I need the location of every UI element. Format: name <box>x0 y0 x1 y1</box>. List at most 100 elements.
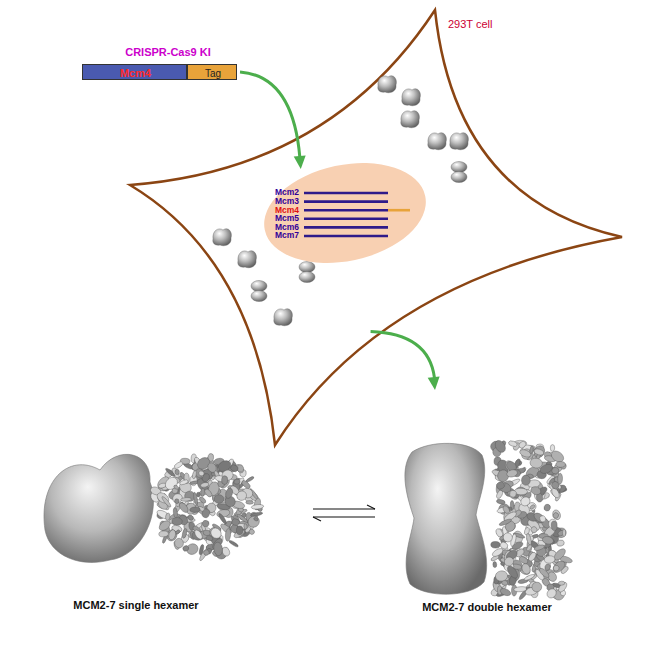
density-blob <box>200 488 205 496</box>
double-hexamer-particle <box>251 281 267 302</box>
density-blob <box>545 587 558 600</box>
density-blob <box>558 581 565 585</box>
density-blob <box>173 484 179 490</box>
single-hexamer-particle <box>401 111 420 128</box>
density-blob <box>523 573 535 581</box>
particle-body <box>213 229 232 246</box>
particle-body <box>299 272 315 283</box>
node-label: MCM2-7 single hexamer <box>73 599 198 611</box>
density-blob <box>201 508 210 519</box>
double-hexamer-density <box>490 439 573 603</box>
density-blob <box>192 470 197 479</box>
density-blob <box>218 513 228 525</box>
density-blob <box>175 499 179 504</box>
double-hexamer-map <box>405 443 487 594</box>
single-hexamer-particle <box>428 133 447 150</box>
particle-body <box>274 309 293 326</box>
density-blob <box>534 544 545 551</box>
density-blob <box>518 555 529 564</box>
density-blob <box>246 500 254 504</box>
single-hexamer: MCM2-7 single hexamer <box>30 435 310 615</box>
particle-body <box>251 291 267 302</box>
density-blob <box>202 520 210 528</box>
particle-body <box>251 281 267 292</box>
density-blob <box>539 463 554 476</box>
density-blob <box>168 529 177 541</box>
chromosome-line <box>304 226 388 229</box>
node-label: 293T cell <box>448 18 492 30</box>
density-blob <box>550 445 555 452</box>
chromosome-line <box>304 192 388 195</box>
particle-body <box>451 162 467 173</box>
density-blob <box>236 513 249 523</box>
density-blob <box>173 461 183 470</box>
density-blob <box>543 503 551 511</box>
density-blob <box>206 461 218 474</box>
density-blob <box>243 523 247 529</box>
single-hexamer-particle <box>402 89 421 106</box>
density-blob <box>181 497 192 501</box>
density-blob <box>190 507 201 513</box>
density-blob <box>526 533 533 545</box>
density-blob <box>224 487 233 499</box>
arrow-line <box>371 331 435 378</box>
density-blob <box>503 555 515 567</box>
single-hexamer-particle <box>378 76 397 93</box>
particle-body <box>451 172 467 183</box>
node-label: Mcm4 <box>120 67 151 79</box>
density-blob <box>493 562 497 568</box>
density-blob <box>529 504 535 510</box>
density-blob <box>533 448 544 456</box>
density-blob <box>499 587 512 597</box>
density-blob <box>174 537 185 548</box>
density-blob <box>530 580 543 593</box>
particle-body <box>299 262 315 273</box>
chromosome-line <box>304 218 388 221</box>
nucleus: Mcm2Mcm3Mcm4Mcm5Mcm6Mcm7 <box>260 161 430 265</box>
density-blob <box>521 562 532 575</box>
density-blob <box>495 570 509 582</box>
particle-body <box>401 111 420 128</box>
node-label: Tag <box>205 68 221 79</box>
chromosome-line <box>304 209 388 212</box>
density-blob <box>518 440 528 449</box>
density-blob <box>493 439 507 455</box>
arrow-line <box>240 72 300 157</box>
density-blob <box>544 555 556 563</box>
density-blob <box>229 463 239 472</box>
density-blob <box>214 495 224 504</box>
density-blob <box>178 501 190 514</box>
density-blob <box>179 479 189 486</box>
density-blob <box>542 535 555 545</box>
equilibrium-line <box>313 516 375 517</box>
double-hexamer: MCM2-7 double hexamer <box>378 435 578 620</box>
density-blob <box>203 488 213 498</box>
cell: Mcm2Mcm3Mcm4Mcm5Mcm6Mcm7 293T cell <box>130 8 624 448</box>
density-blob <box>157 519 172 533</box>
density-blob <box>203 549 211 557</box>
density-blob <box>551 509 561 521</box>
single-hexamer-density <box>149 453 264 561</box>
density-blob <box>200 482 209 488</box>
nucleus-ellipse <box>260 161 430 265</box>
node-label: Mcm7 <box>275 231 299 240</box>
density-blob <box>173 507 178 518</box>
density-blob <box>161 496 172 508</box>
density-blob <box>182 528 188 539</box>
chromosome-line <box>304 235 388 238</box>
density-blob <box>163 475 180 492</box>
density-blob <box>253 517 258 522</box>
density-blob <box>156 509 171 521</box>
density-blob <box>522 475 531 485</box>
density-blob <box>193 529 204 541</box>
single-hexamer-particle <box>274 309 293 326</box>
density-blob <box>563 529 566 536</box>
density-blob <box>508 440 518 448</box>
density-blob <box>491 547 504 558</box>
density-blob <box>182 545 190 552</box>
density-blob <box>175 469 180 475</box>
density-blob <box>550 480 560 490</box>
density-blob <box>551 521 558 531</box>
